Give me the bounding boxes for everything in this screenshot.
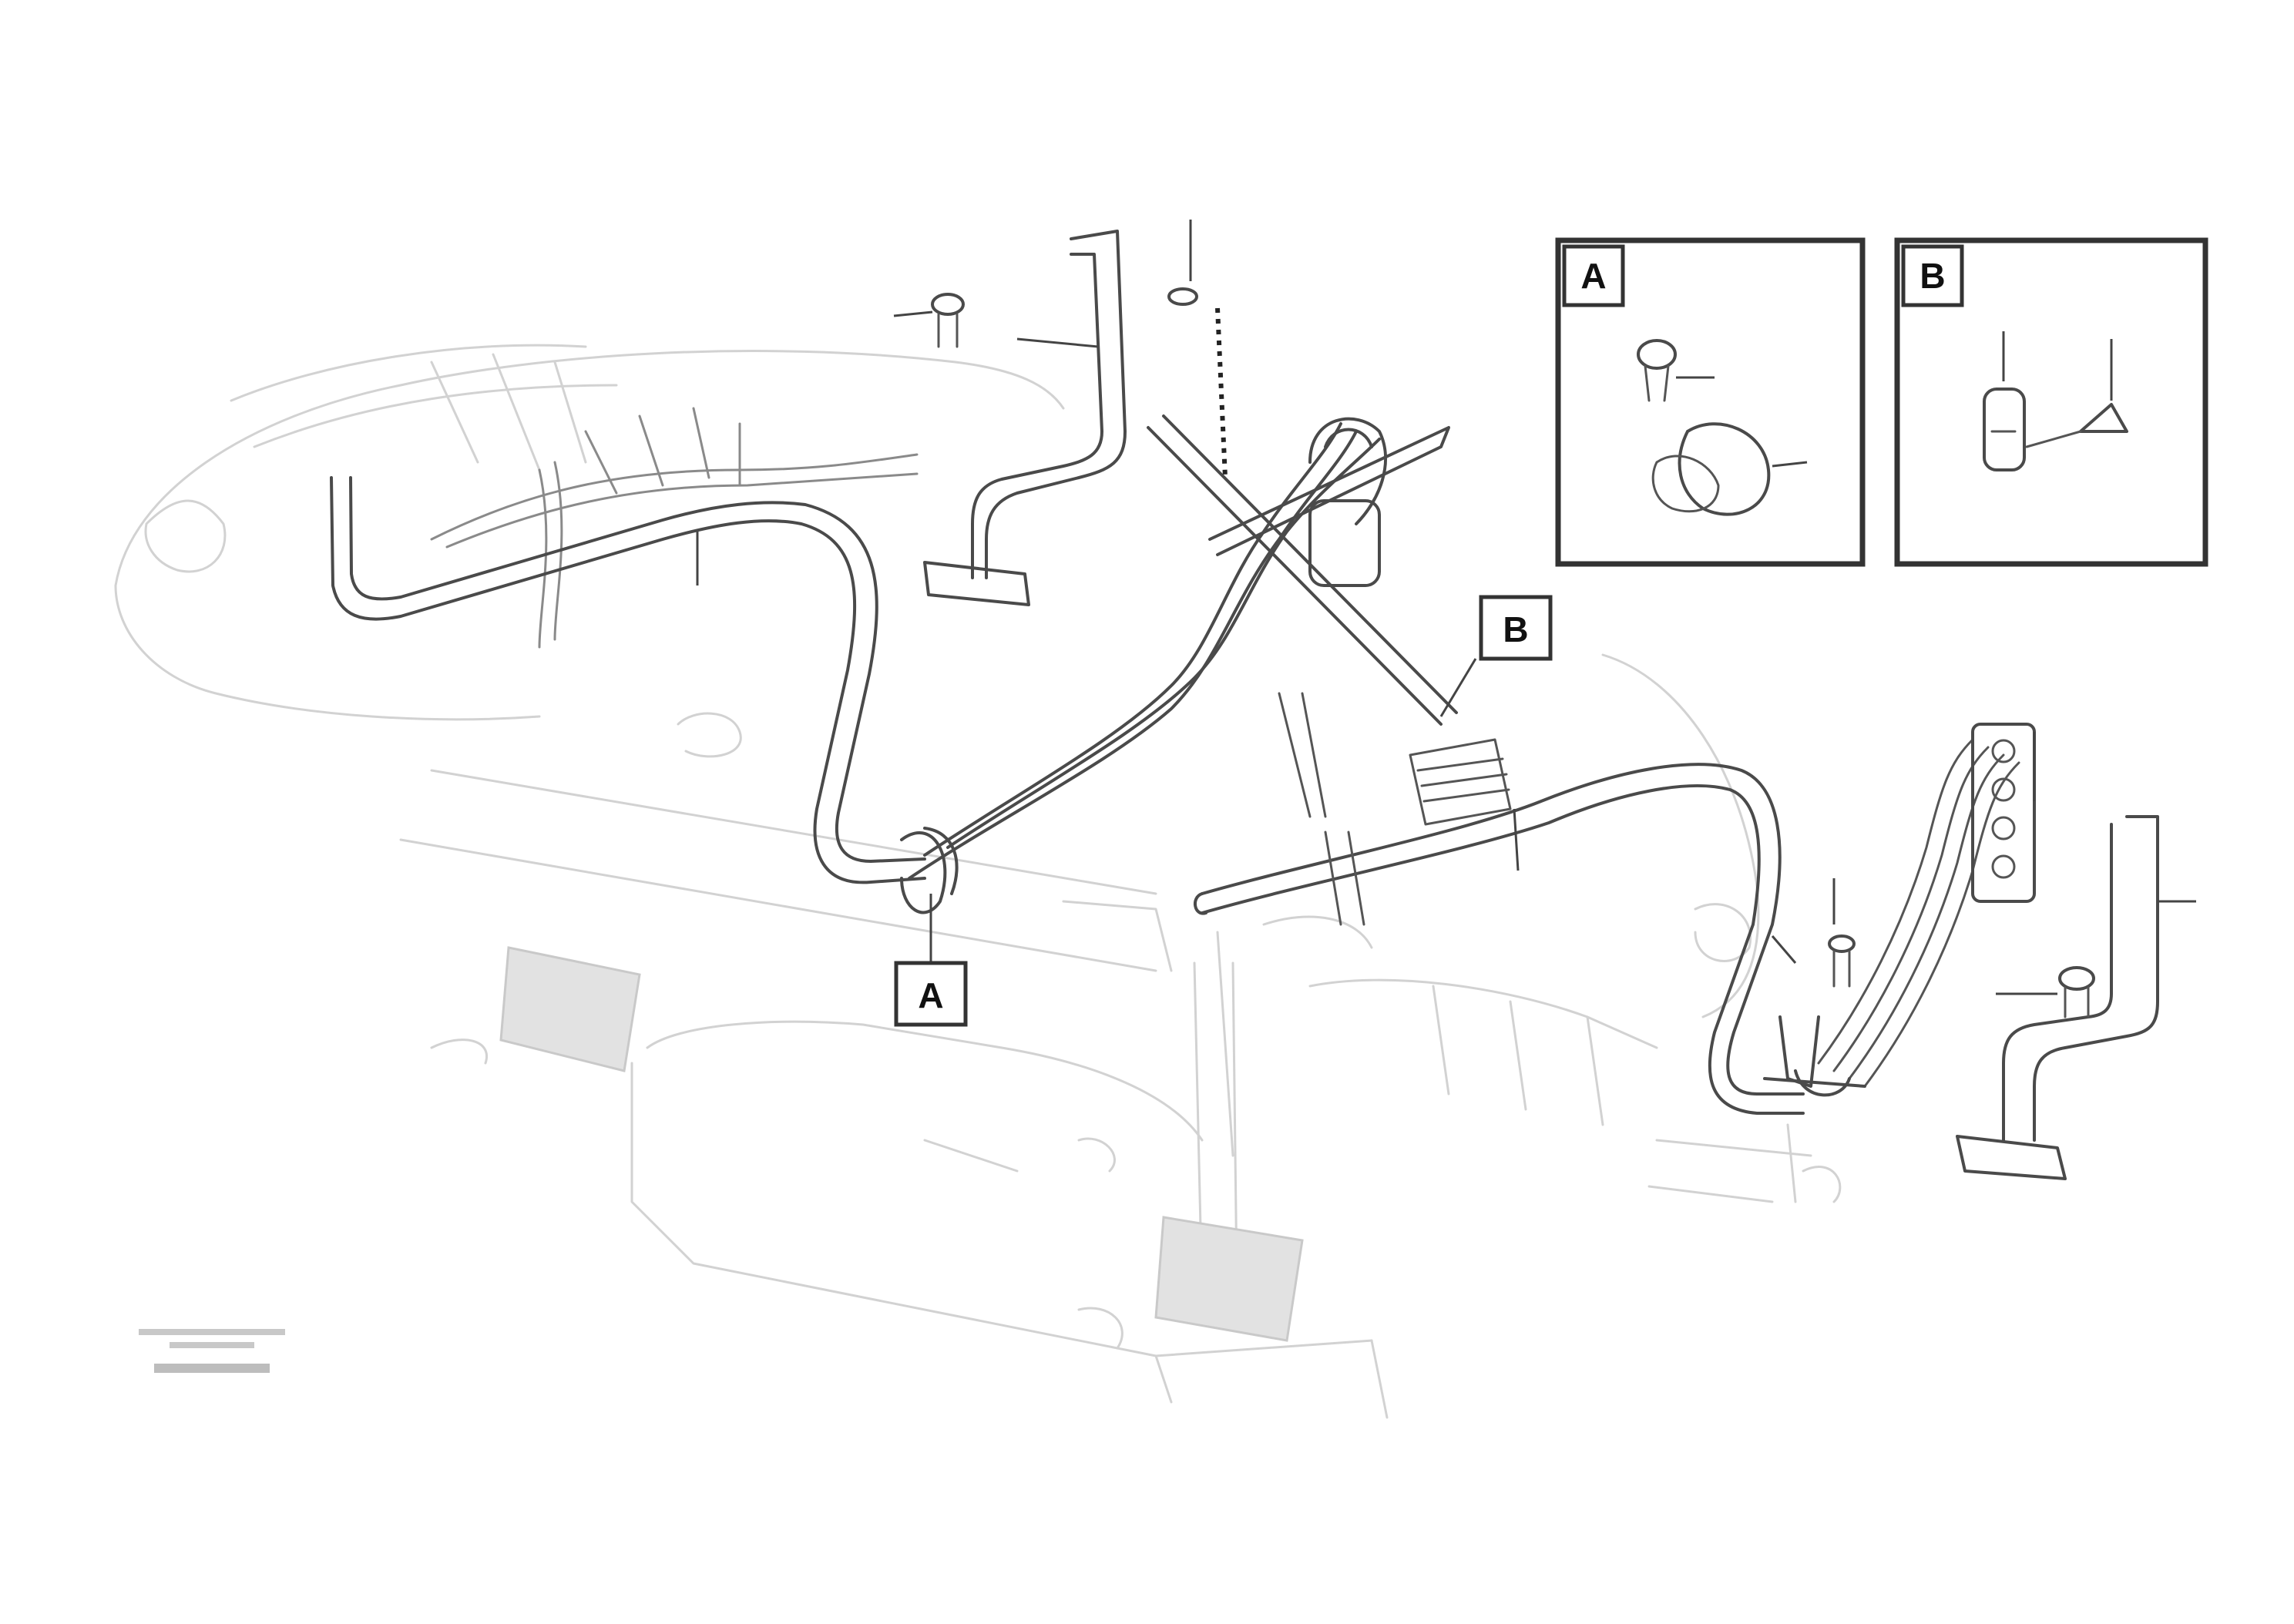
hose-clamp-right: [1763, 934, 1866, 1097]
valve-block: [1971, 723, 2036, 903]
bracket-right: [1956, 815, 2159, 1180]
hose-clamp-a: [900, 827, 959, 914]
detail-view-b: B: [1894, 237, 2208, 567]
hose-loop: [1308, 417, 1387, 587]
machine-body-outline: [114, 344, 1842, 1419]
hydraulic-hose-right: [1194, 763, 1805, 1115]
bracket-top: [923, 230, 1198, 606]
detail-view-b-label: B: [1920, 256, 1945, 296]
callout-ref-b-label: B: [1503, 609, 1528, 649]
fitting-cluster-b: [1278, 692, 1512, 926]
drawing-reference-stamp: [139, 1329, 285, 1373]
callout-ref-b: B: [1439, 595, 1553, 717]
mounting-pads: [499, 946, 1304, 1342]
hose-bundle-right: [1817, 738, 2020, 1088]
callout-ref-a-label: A: [918, 975, 943, 1015]
hydraulic-hose-left: [330, 476, 926, 884]
dashed-leader: [1215, 307, 1228, 478]
detail-view-a: A: [1555, 237, 1866, 567]
callout-ref-a: A: [894, 894, 968, 1027]
callout-leaders: [696, 220, 2196, 995]
wire-harness: [430, 407, 919, 649]
detail-view-a-label: A: [1580, 256, 1606, 296]
